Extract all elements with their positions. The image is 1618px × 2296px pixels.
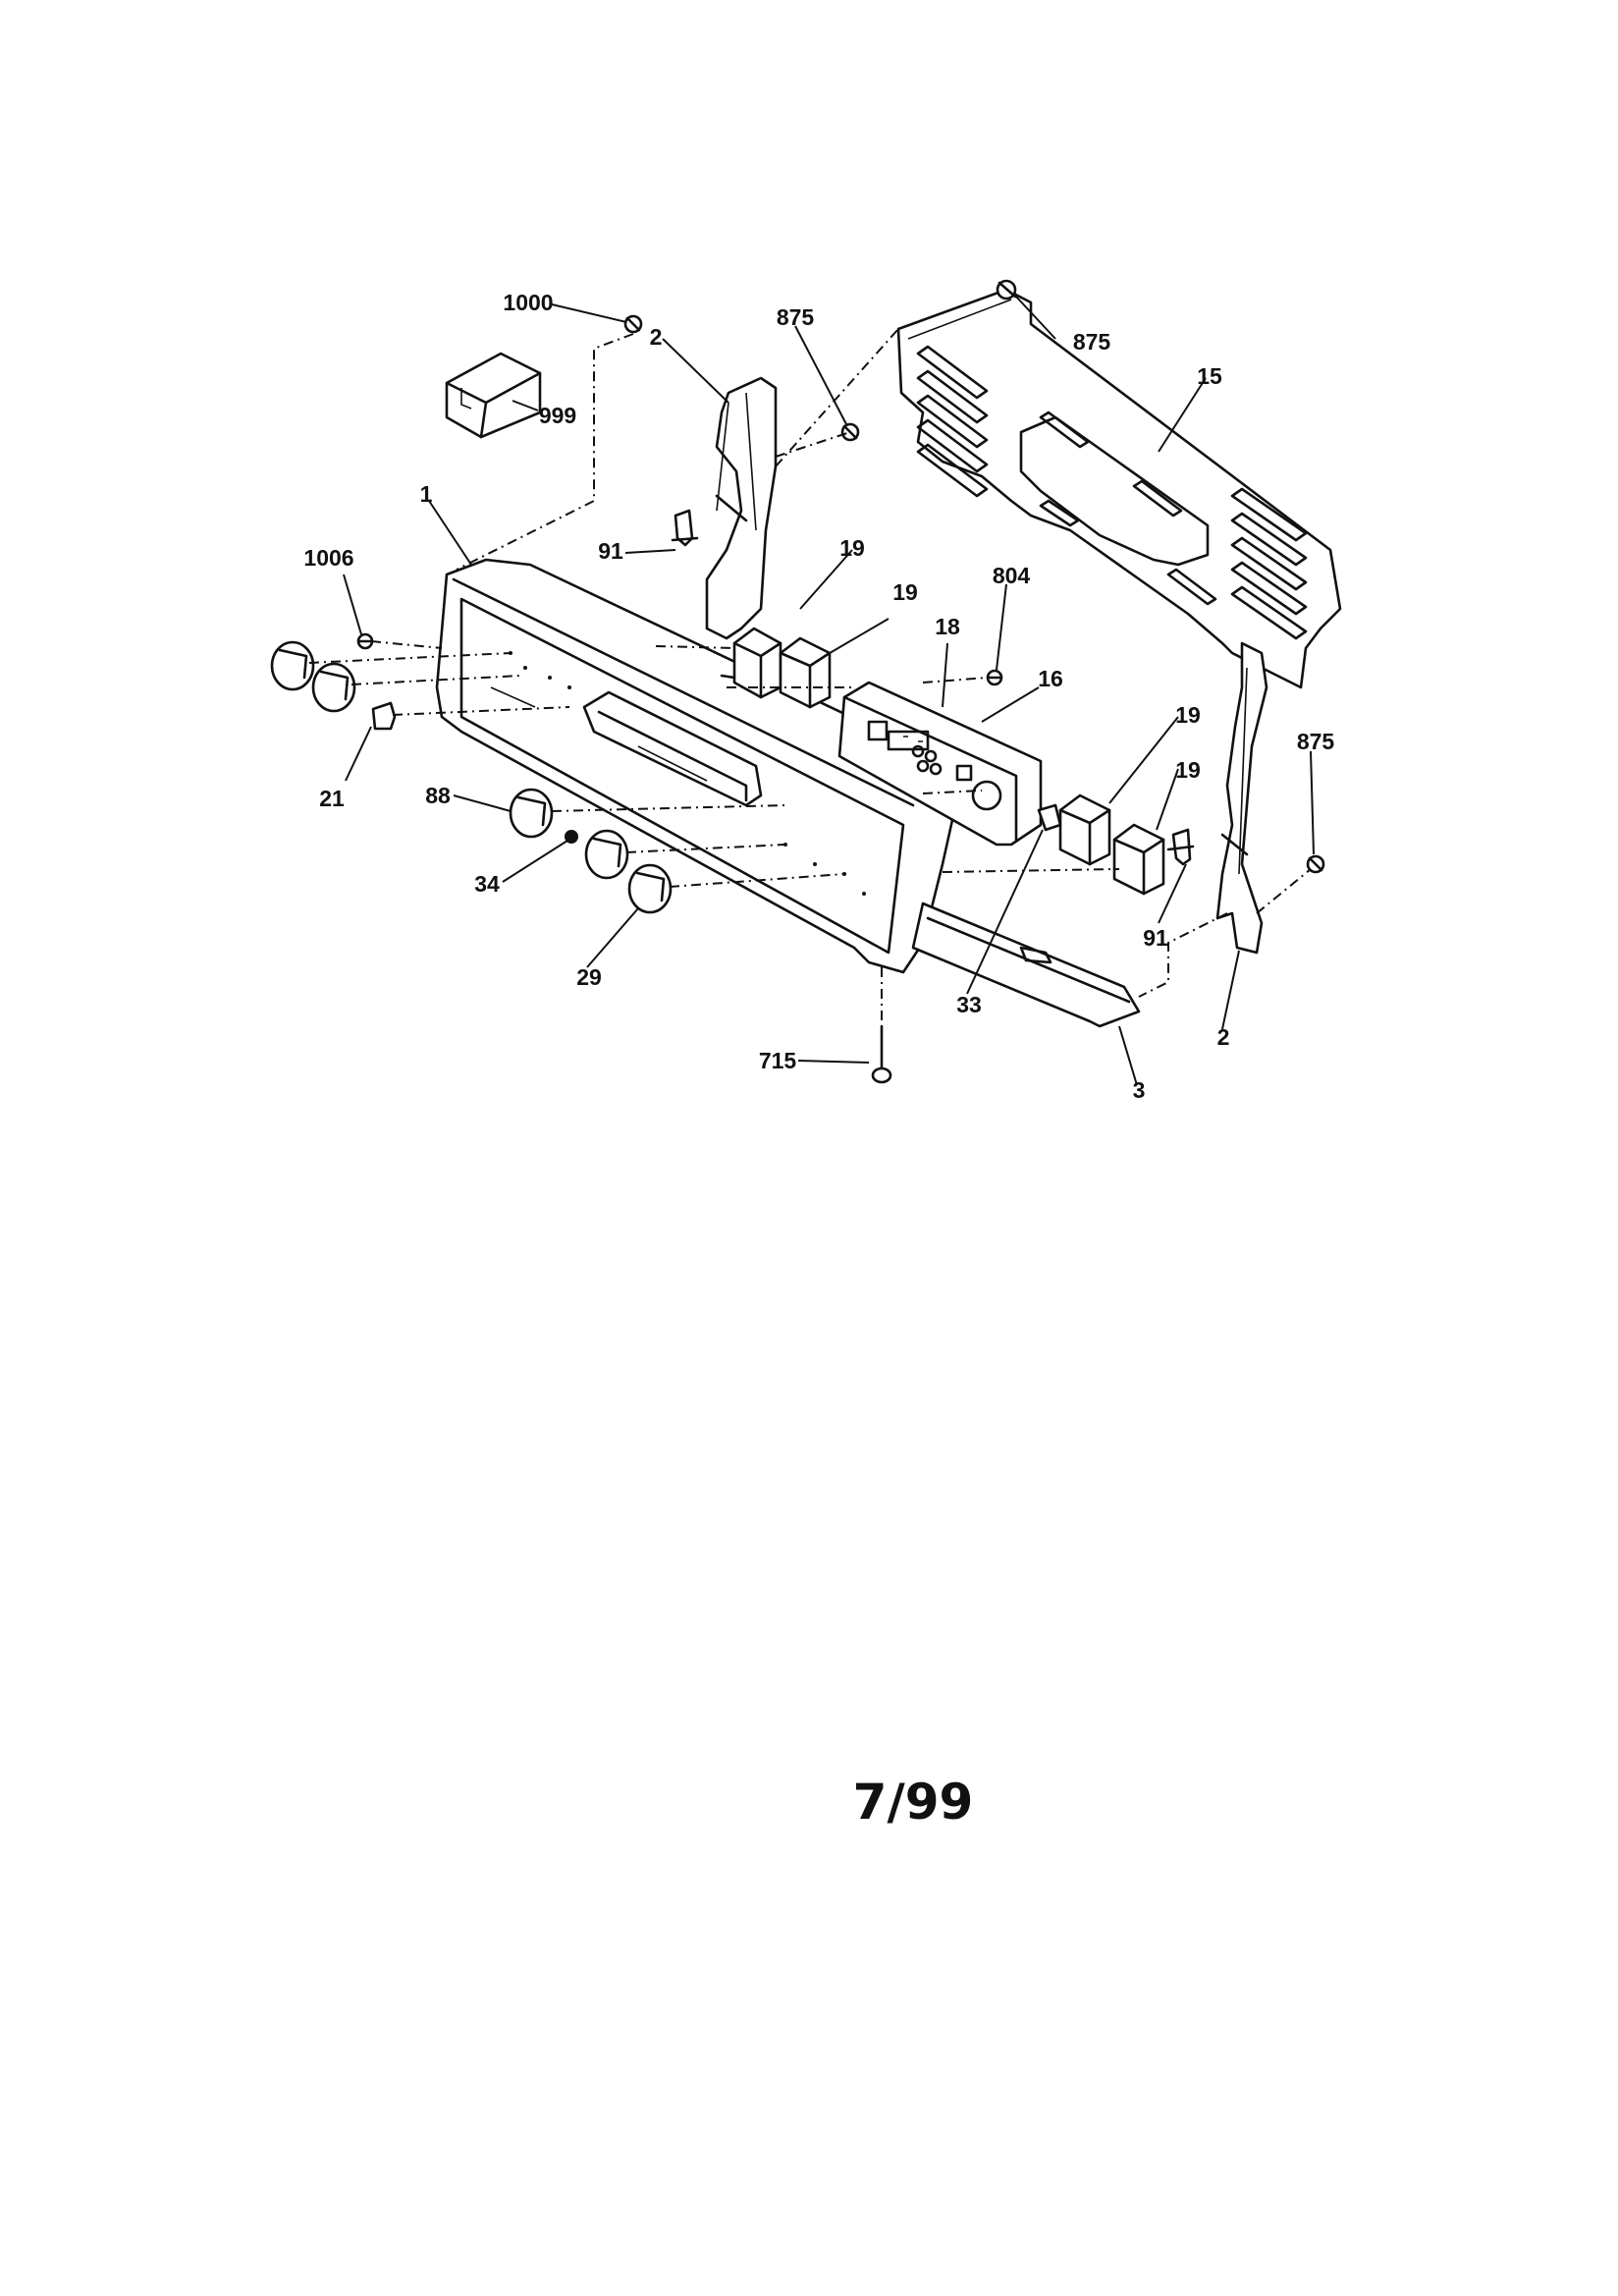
alignment-lines (308, 328, 1312, 1021)
knob-part-88 (509, 788, 554, 839)
knob-part-29 (627, 863, 673, 914)
label-88: 88 (425, 783, 451, 808)
knob-right-1 (584, 829, 629, 880)
label-18: 18 (935, 614, 960, 639)
screw-part-875-top (840, 422, 860, 442)
screw-part-875-lower (1306, 854, 1325, 874)
end-bracket-part-2-left (705, 376, 778, 640)
label-91-bottom: 91 (1143, 925, 1168, 951)
knob-part-21 (371, 701, 397, 731)
infinite-switch-part-19-b (779, 636, 832, 709)
infinite-switch-part-19-d (1112, 823, 1165, 896)
label-875-right: 875 (1073, 329, 1111, 355)
screw-part-1006 (356, 632, 374, 650)
label-1006: 1006 (303, 545, 353, 571)
leader-lines (343, 296, 1315, 1086)
label-715: 715 (759, 1048, 797, 1073)
part-labels: 1000 999 2 875 875 15 1 91 1006 19 19 80… (303, 290, 1334, 1103)
label-875-lower: 875 (1297, 729, 1335, 754)
date-code: 7/99 (852, 1774, 974, 1831)
screw-part-715 (871, 1024, 892, 1084)
label-2-bottom: 2 (1217, 1024, 1230, 1050)
label-91-top: 91 (598, 538, 623, 564)
label-21: 21 (319, 786, 345, 811)
knob-left-2 (311, 662, 356, 713)
screw-part-804 (986, 669, 1003, 686)
clip-part-91-bottom (1166, 828, 1195, 866)
end-bracket-part-2-right (1215, 641, 1268, 955)
label-804: 804 (993, 563, 1031, 588)
label-1000: 1000 (503, 290, 553, 315)
knob-left-1 (270, 640, 315, 691)
label-19-c: 19 (1175, 702, 1201, 728)
clip-part-91-top (671, 509, 699, 547)
package-box-part-999 (445, 352, 542, 439)
label-3: 3 (1133, 1077, 1146, 1103)
label-29: 29 (576, 964, 602, 990)
screw-part-1000 (623, 314, 643, 334)
label-19-b: 19 (892, 579, 918, 605)
label-19-d: 19 (1175, 757, 1201, 783)
label-2-top: 2 (650, 324, 663, 350)
clock-control-board-part-16 (837, 681, 1043, 847)
label-16: 16 (1038, 666, 1063, 691)
label-875-top: 875 (777, 304, 815, 330)
lower-trim-part-3 (911, 902, 1141, 1028)
screw-part-875-top-right (996, 279, 1017, 301)
label-999: 999 (539, 403, 576, 428)
label-34: 34 (474, 871, 500, 897)
label-15: 15 (1197, 363, 1222, 389)
rear-panel-part-15 (896, 288, 1342, 689)
knob-part-34 (565, 830, 578, 844)
infinite-switch-part-19-c (1058, 793, 1111, 866)
label-19-a: 19 (839, 535, 865, 561)
label-1: 1 (420, 481, 433, 507)
control-panel-part-1 (435, 558, 954, 974)
label-33: 33 (956, 992, 982, 1017)
connector-part-33 (1037, 803, 1062, 832)
